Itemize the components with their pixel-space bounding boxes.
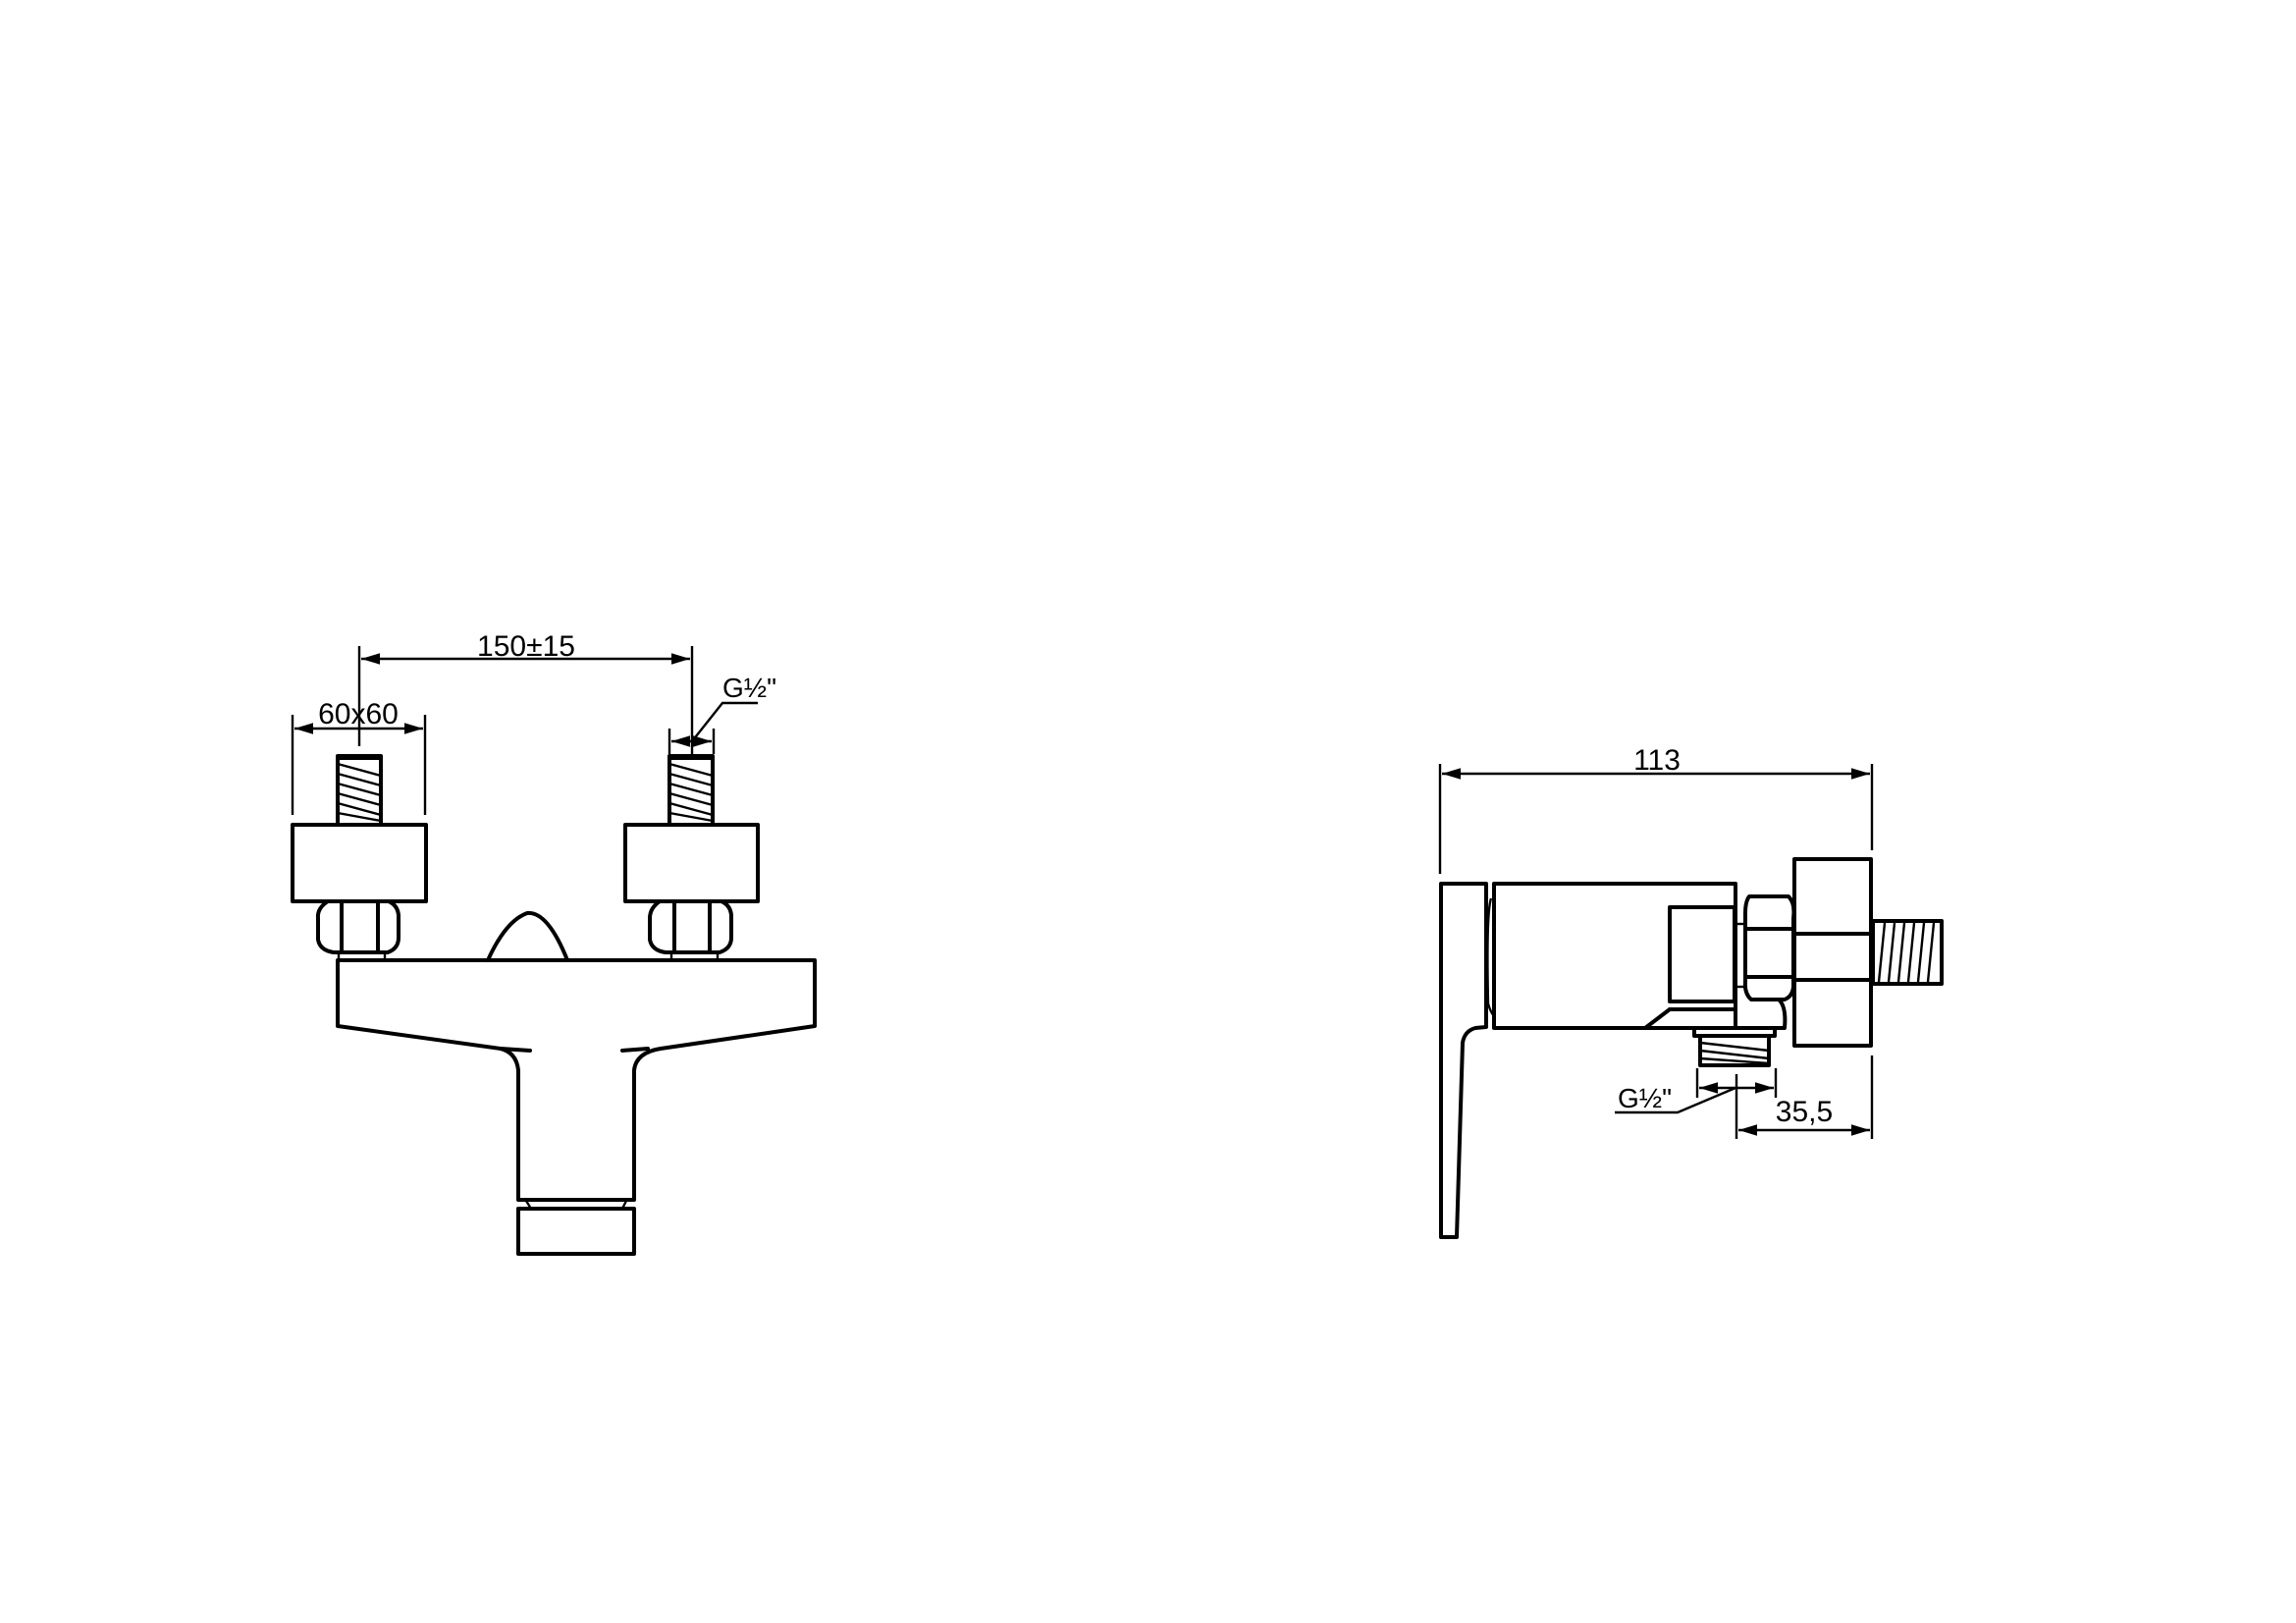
dimension-flange-size: 60x60 <box>291 698 427 815</box>
handle-joint <box>1486 897 1495 1017</box>
flange-cover-right <box>623 823 760 903</box>
side-inlet-thread <box>1871 919 1944 986</box>
dimension-label-center-distance: 150±15 <box>477 630 575 663</box>
side-flange-cover <box>1792 857 1873 1048</box>
side-body <box>1492 882 1737 1030</box>
cartridge-cap <box>516 1200 636 1256</box>
dimension-outlet-thread: G½" <box>1615 1068 1778 1114</box>
front-view: 150±15 60x60 G½" <box>291 630 817 1256</box>
lever-handle <box>1439 882 1488 1239</box>
flange-cover-left <box>291 823 428 903</box>
dimension-label-flange-size: 60x60 <box>318 698 399 730</box>
dimension-center-distance: 150±15 <box>357 630 694 754</box>
hex-nut-right <box>648 899 733 960</box>
hex-nut-left <box>315 899 400 960</box>
mixer-body <box>336 910 817 1202</box>
side-hex-nut <box>1737 894 1796 1030</box>
dimension-label-outlet-thread: G½" <box>1618 1083 1672 1113</box>
dimension-label-inlet-thread: G½" <box>722 673 776 703</box>
dimension-label-overall-depth: 113 <box>1633 744 1681 777</box>
dimension-outlet-offset: 35,5 <box>1735 1055 1874 1139</box>
inlet-thread-right <box>667 754 715 827</box>
side-outlet-thread <box>1692 1026 1777 1067</box>
side-view: 113 <box>1438 744 1944 1239</box>
inlet-thread-left <box>336 754 383 827</box>
dimension-overall-depth: 113 <box>1438 744 1874 874</box>
dimension-label-outlet-offset: 35,5 <box>1776 1096 1833 1128</box>
dimension-inlet-thread: G½" <box>667 673 776 754</box>
